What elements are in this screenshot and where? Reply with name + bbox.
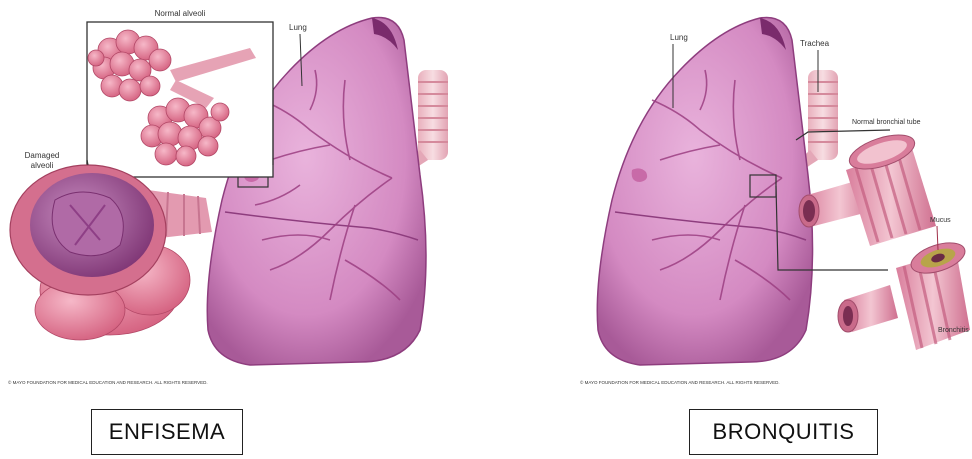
lung-label: Lung [670,33,688,42]
bronchitis-illustration: Lung Trachea Normal bronchial tube Mucus… [560,0,972,390]
emphysema-caption: ENFISEMA [91,409,243,455]
damaged-alveoli-label-line1: Damaged [25,151,60,160]
normal-alveoli-label: Normal alveoli [155,9,206,18]
emphysema-copyright: © MAYO FOUNDATION FOR MEDICAL EDUCATION … [8,379,208,385]
emphysema-panel: Normal alveoli Lung Damaged alveoli © MA… [0,0,480,390]
lung-label: Lung [289,23,307,32]
lung-shape [597,17,812,365]
mucus-label: Mucus [930,217,951,224]
bronchitis-copyright: © MAYO FOUNDATION FOR MEDICAL EDUCATION … [580,379,780,385]
bronchitis-label: Bronchitis [938,327,969,334]
damaged-alveoli-label-line2: alveoli [31,161,54,170]
trachea-label: Trachea [800,39,830,48]
emphysema-illustration: Normal alveoli Lung Damaged alveoli © MA… [0,0,480,390]
normal-bronchial-tube-label: Normal bronchial tube [852,119,921,126]
bronchitis-panel: Lung Trachea Normal bronchial tube Mucus… [560,0,972,390]
damaged-alveoli-shape [10,165,212,340]
bronchitis-caption: BRONQUITIS [689,409,878,455]
